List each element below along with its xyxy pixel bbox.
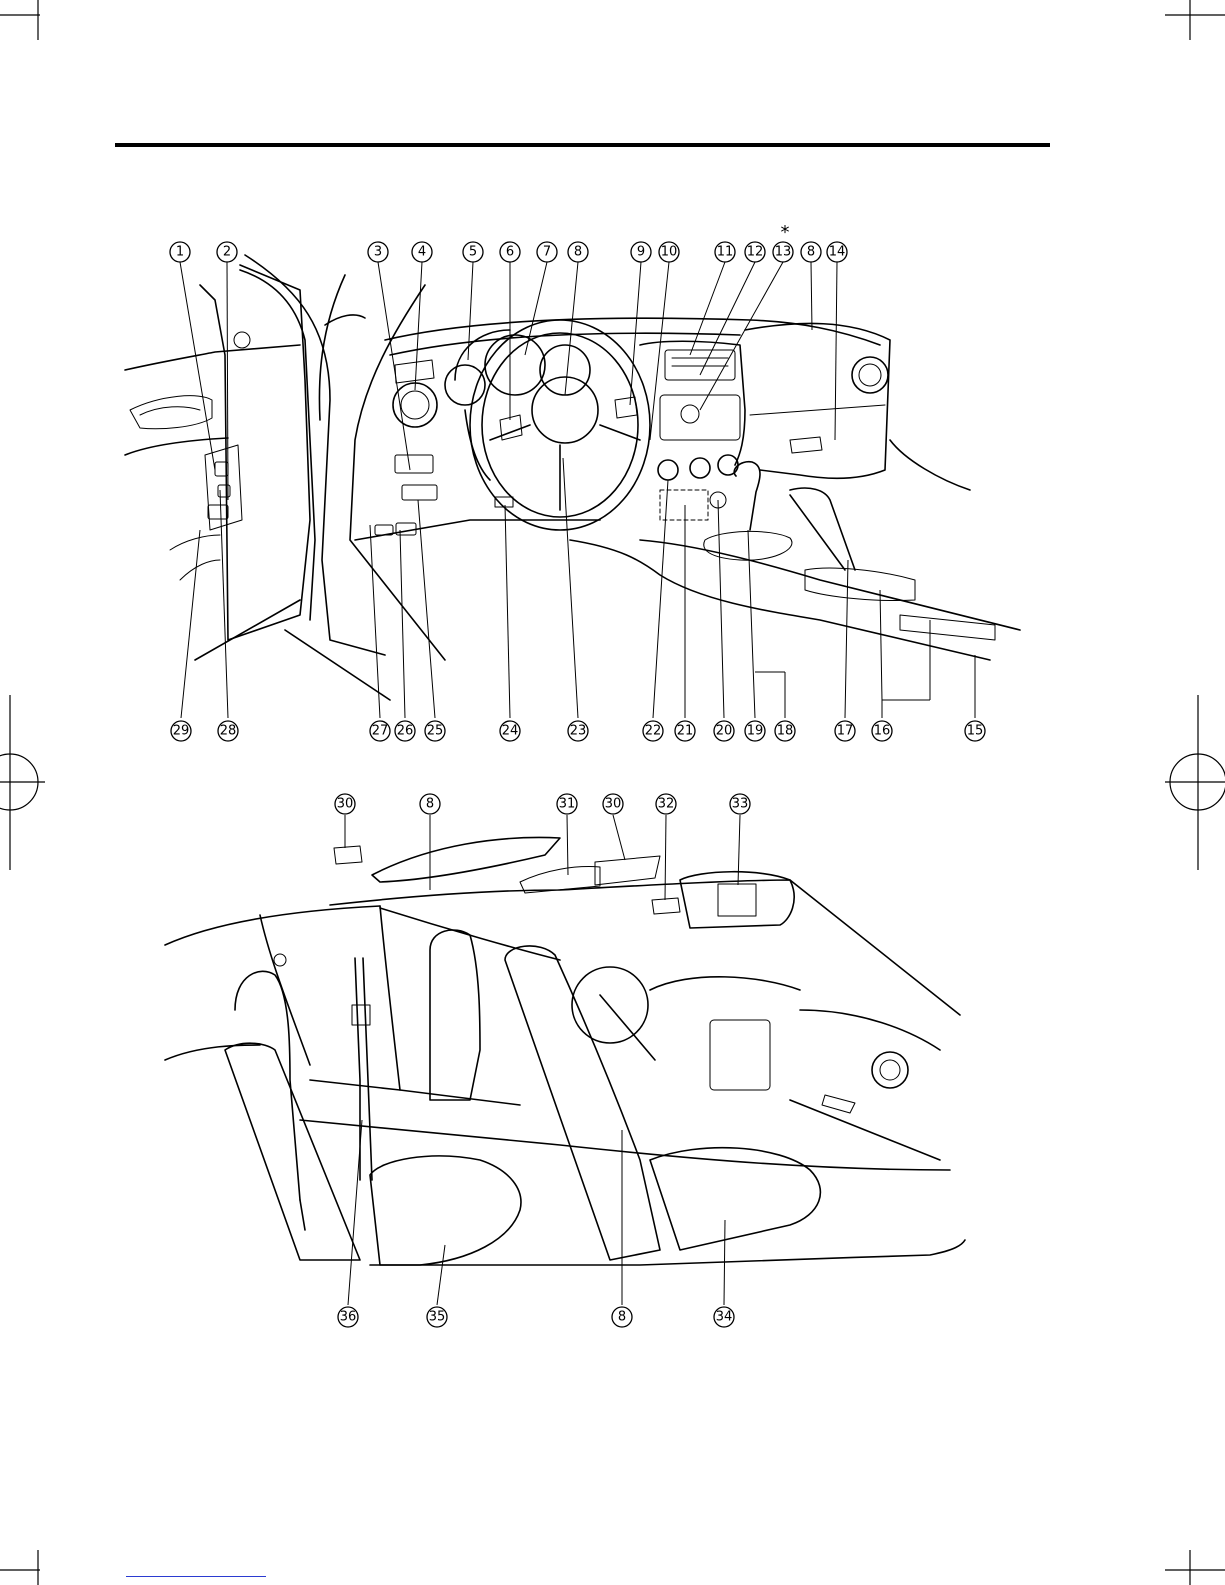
svg-text:32: 32 (658, 797, 675, 812)
svg-text:10: 10 (661, 245, 678, 260)
svg-text:26: 26 (397, 724, 414, 739)
svg-text:14: 14 (829, 245, 846, 260)
dashboard-callouts-top: 1 2 3 4 5 6 7 8 9 10 11 12 13 8 14 (170, 242, 847, 262)
svg-text:31: 31 (559, 797, 576, 812)
callout-25: 25 (425, 721, 445, 741)
svg-text:8: 8 (807, 245, 815, 260)
footer-link-underline[interactable] (126, 1576, 266, 1577)
svg-text:2: 2 (223, 245, 231, 260)
callout-4: 4 (412, 242, 432, 262)
svg-text:21: 21 (677, 724, 694, 739)
callout-11: 11 (715, 242, 735, 262)
dashboard-callouts-bottom: 29 28 27 26 25 24 23 22 21 20 19 18 17 1… (171, 721, 985, 741)
svg-text:13: 13 (775, 245, 792, 260)
callout-30b: 30 (603, 794, 623, 814)
svg-text:15: 15 (967, 724, 984, 739)
callout-14: 14 (827, 242, 847, 262)
callout-7: 7 (537, 242, 557, 262)
callout-26: 26 (395, 721, 415, 741)
registration-mark-right (1165, 695, 1225, 870)
svg-text:3: 3 (374, 245, 382, 260)
svg-text:28: 28 (220, 724, 237, 739)
callout-8c: 8 (420, 794, 440, 814)
svg-text:36: 36 (340, 1310, 357, 1325)
svg-text:18: 18 (777, 724, 794, 739)
callout-9: 9 (631, 242, 651, 262)
cabin-illustration (165, 837, 965, 1265)
svg-text:8: 8 (574, 245, 582, 260)
svg-text:1: 1 (176, 245, 184, 260)
svg-text:7: 7 (543, 245, 551, 260)
svg-text:8: 8 (426, 797, 434, 812)
dashboard-leaders (180, 262, 975, 718)
callout-31: 31 (557, 794, 577, 814)
callout-23: 23 (568, 721, 588, 741)
callout-21: 21 (675, 721, 695, 741)
svg-text:12: 12 (747, 245, 764, 260)
cabin-callouts-bottom: 36 35 8 34 (338, 1307, 734, 1327)
cabin-leaders (345, 815, 740, 1305)
callout-8b: 8 (801, 242, 821, 262)
callout-29: 29 (171, 721, 191, 741)
callout-5: 5 (463, 242, 483, 262)
svg-text:22: 22 (645, 724, 662, 739)
svg-text:16: 16 (874, 724, 891, 739)
svg-text:8: 8 (618, 1310, 626, 1325)
callout-10: 10 (659, 242, 679, 262)
callout-36: 36 (338, 1307, 358, 1327)
svg-text:5: 5 (469, 245, 477, 260)
callout-32: 32 (656, 794, 676, 814)
svg-text:11: 11 (717, 245, 734, 260)
callout-30: 30 (335, 794, 355, 814)
callout-24: 24 (500, 721, 520, 741)
asterisk-mark: * (781, 222, 790, 243)
svg-text:29: 29 (173, 724, 190, 739)
svg-text:17: 17 (837, 724, 854, 739)
callout-27: 27 (370, 721, 390, 741)
svg-text:9: 9 (637, 245, 645, 260)
callout-15: 15 (965, 721, 985, 741)
svg-text:30: 30 (605, 797, 622, 812)
callout-28: 28 (218, 721, 238, 741)
callout-34: 34 (714, 1307, 734, 1327)
svg-text:25: 25 (427, 724, 444, 739)
callout-3: 3 (368, 242, 388, 262)
callout-12: 12 (745, 242, 765, 262)
callout-19: 19 (745, 721, 765, 741)
callout-35: 35 (427, 1307, 447, 1327)
callout-2: 2 (217, 242, 237, 262)
callout-8: 8 (568, 242, 588, 262)
callout-17: 17 (835, 721, 855, 741)
svg-text:30: 30 (337, 797, 354, 812)
svg-text:33: 33 (732, 797, 749, 812)
callout-6: 6 (500, 242, 520, 262)
callout-1: 1 (170, 242, 190, 262)
svg-text:24: 24 (502, 724, 519, 739)
callout-20: 20 (714, 721, 734, 741)
svg-text:23: 23 (570, 724, 587, 739)
svg-text:27: 27 (372, 724, 389, 739)
cabin-callouts-top: 30 8 31 30 32 33 (335, 794, 750, 814)
svg-text:4: 4 (418, 245, 426, 260)
svg-text:34: 34 (716, 1310, 733, 1325)
callout-16: 16 (872, 721, 892, 741)
svg-text:6: 6 (506, 245, 514, 260)
svg-text:20: 20 (716, 724, 733, 739)
registration-mark-left (0, 695, 45, 870)
svg-text:19: 19 (747, 724, 764, 739)
callout-8d: 8 (612, 1307, 632, 1327)
callout-18: 18 (775, 721, 795, 741)
callout-33: 33 (730, 794, 750, 814)
svg-text:35: 35 (429, 1310, 446, 1325)
callout-22: 22 (643, 721, 663, 741)
callout-13: 13 (773, 242, 793, 262)
